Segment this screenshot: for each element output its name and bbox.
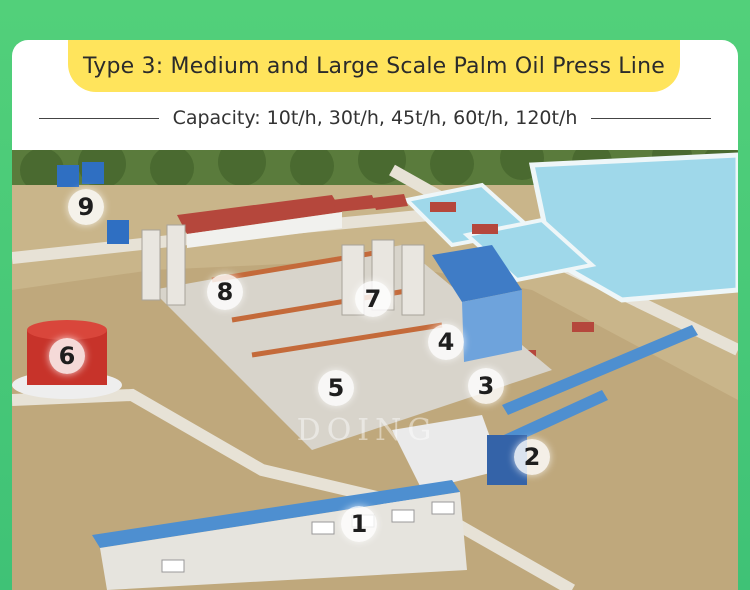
right-divider	[591, 117, 712, 119]
station-label-4: 4	[428, 324, 464, 360]
station-label-7: 7	[355, 281, 391, 317]
station-label-9: 9	[68, 189, 104, 225]
page-title: Type 3: Medium and Large Scale Palm Oil …	[68, 40, 680, 92]
oil-tank-top	[27, 320, 107, 340]
small-roof-a	[332, 195, 377, 212]
capacity-row: Capacity: 10t/h, 30t/h, 45t/h, 60t/h, 12…	[12, 100, 738, 136]
left-divider	[38, 117, 159, 119]
blue-shed-wall	[462, 290, 522, 362]
capacity-text: Capacity: 10t/h, 30t/h, 45t/h, 60t/h, 12…	[172, 107, 578, 129]
office-roof	[177, 195, 342, 234]
small-roof-b	[372, 194, 408, 210]
blue-shed-roof	[432, 245, 522, 302]
station-label-1: 1	[341, 506, 377, 542]
content-card: Type 3: Medium and Large Scale Palm Oil …	[12, 40, 738, 590]
hopper-station	[392, 415, 502, 490]
plant-illustration: DOING 1 2 3 4 5 6 7 8 9	[12, 136, 738, 590]
office-wall	[187, 212, 342, 248]
station-label-2: 2	[514, 439, 550, 475]
process-floor	[152, 245, 552, 450]
station-label-3: 3	[468, 368, 504, 404]
station-label-5: 5	[318, 370, 354, 406]
station-label-8: 8	[207, 274, 243, 310]
station-label-6: 6	[49, 338, 85, 374]
truck-canopy	[92, 480, 460, 548]
doing-watermark: DOING	[297, 413, 438, 448]
water-tanks	[57, 162, 129, 244]
conveyor-upper	[502, 325, 698, 415]
